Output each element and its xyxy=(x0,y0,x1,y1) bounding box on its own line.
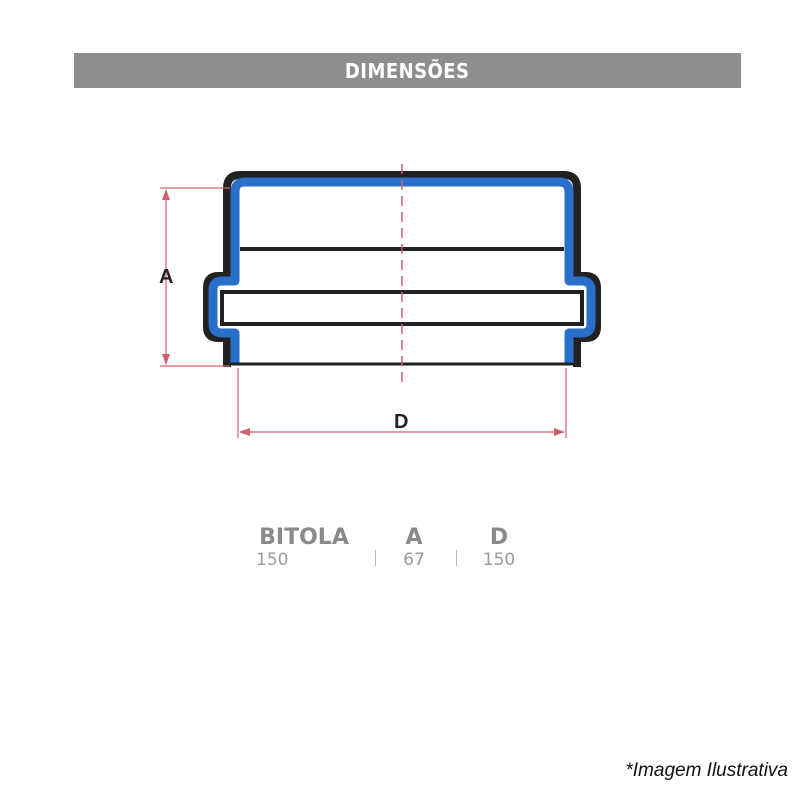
table-value-a: 67 xyxy=(403,550,425,570)
table-header-bitola: BITOLA xyxy=(259,525,349,550)
dim-a-label: A xyxy=(159,266,173,288)
table-value-bitola: 150 xyxy=(256,550,289,570)
cap-body xyxy=(208,177,596,363)
table-header-a: A xyxy=(405,525,423,550)
dim-d-arrow-right xyxy=(554,428,565,436)
dim-a-arrow-bottom xyxy=(162,354,170,365)
table-header-d: D xyxy=(489,525,509,550)
illustrative-footnote: *Imagem Ilustrativa xyxy=(625,760,788,781)
table-value-d: 150 xyxy=(482,550,516,570)
table-separator xyxy=(375,550,376,566)
table-col-bitola: BITOLA 150 xyxy=(256,525,352,571)
dim-d-label: D xyxy=(394,411,408,433)
cap-outline xyxy=(203,171,601,367)
dimensions-table: BITOLA 150 A 67 D 150 xyxy=(256,526,536,576)
table-col-d: D 150 xyxy=(468,525,530,571)
dim-a-arrow-top xyxy=(162,189,170,200)
page-title: DIMENSÕES xyxy=(345,58,470,83)
table-separator xyxy=(456,550,457,566)
header-bar: DIMENSÕES xyxy=(74,53,741,88)
dim-d-arrow-left xyxy=(239,428,250,436)
table-col-a: A 67 xyxy=(384,525,444,571)
